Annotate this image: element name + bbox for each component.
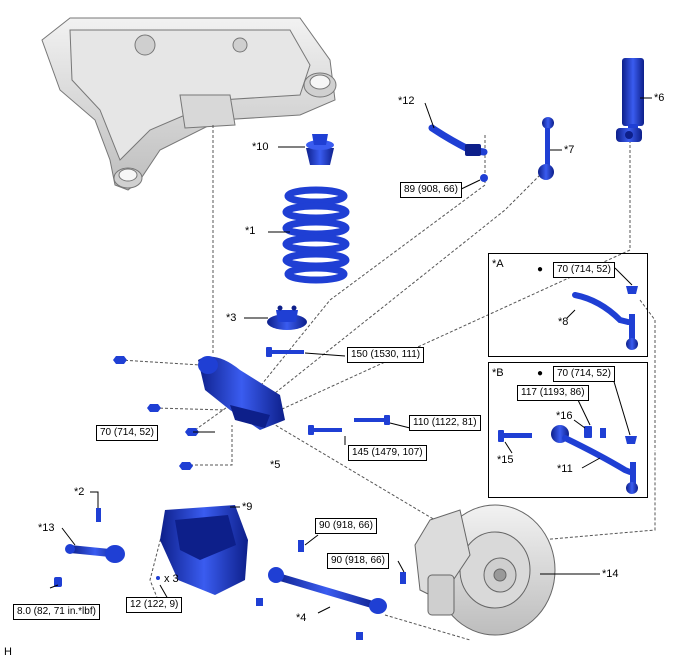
label-part-7: *7 [564,144,575,156]
torque-90-upper: 90 (918, 66) [315,518,377,534]
bump-stopper [306,134,334,165]
frame-b [488,362,648,498]
label-part-8: *8 [558,316,569,328]
upper-arm [256,540,406,640]
label-part-16: *16 [556,410,573,422]
bullet-frame-a: ● [537,264,544,275]
stabilizer-link [538,117,554,180]
torque-12: 12 (122, 9) [126,597,183,613]
label-part-10: *10 [252,141,269,153]
torque-89: 89 (908, 66) [400,182,462,198]
label-part-9: *9 [242,501,253,513]
toe-adjust-link [54,508,125,587]
lower-suspension-arm [198,356,285,430]
label-part-14: *14 [602,568,619,580]
torque-b-117: 117 (1193, 86) [517,385,589,401]
coil-spring [282,186,350,284]
label-part-6: *6 [654,92,665,104]
spring-seat [267,305,307,330]
label-part-5: *5 [270,459,281,471]
torque-90-lower: 90 (918, 66) [327,553,389,569]
shock-absorber [616,58,644,142]
label-part-12: *12 [398,95,415,107]
torque-70: 70 (714, 52) [96,425,158,441]
axle-carrier-hub [414,504,556,636]
label-corner-h: H [4,646,12,658]
bullet-frame-b: ● [537,368,544,379]
label-part-3: *3 [226,312,237,324]
label-leaders [49,97,652,614]
torque-110: 110 (1122, 81) [409,415,481,431]
frame-b-parts [498,425,638,494]
label-part-2: *2 [74,486,85,498]
rear-subframe [41,17,337,191]
torque-b-70: 70 (714, 52) [553,366,615,382]
label-part-11: *11 [557,463,573,475]
stabilizer-bar [428,124,488,182]
frame-a [488,253,648,357]
label-frame-a: *A [492,258,504,270]
torque-a-70: 70 (714, 52) [553,262,615,278]
label-part-4: *4 [296,612,307,624]
torque-150: 150 (1530, 111) [347,347,425,363]
label-quantity-x3: x 3 [164,573,179,585]
bolts [113,347,390,470]
label-part-13: *13 [38,522,55,534]
mud-guard-bracket [156,505,248,595]
label-part-15: *15 [497,454,514,466]
torque-145: 145 (1479, 107) [348,445,427,461]
torque-8: 8.0 (82, 71 in.*lbf) [13,604,100,620]
frame-a-parts [572,286,638,350]
label-frame-b: *B [492,367,504,379]
label-part-1: *1 [245,225,256,237]
